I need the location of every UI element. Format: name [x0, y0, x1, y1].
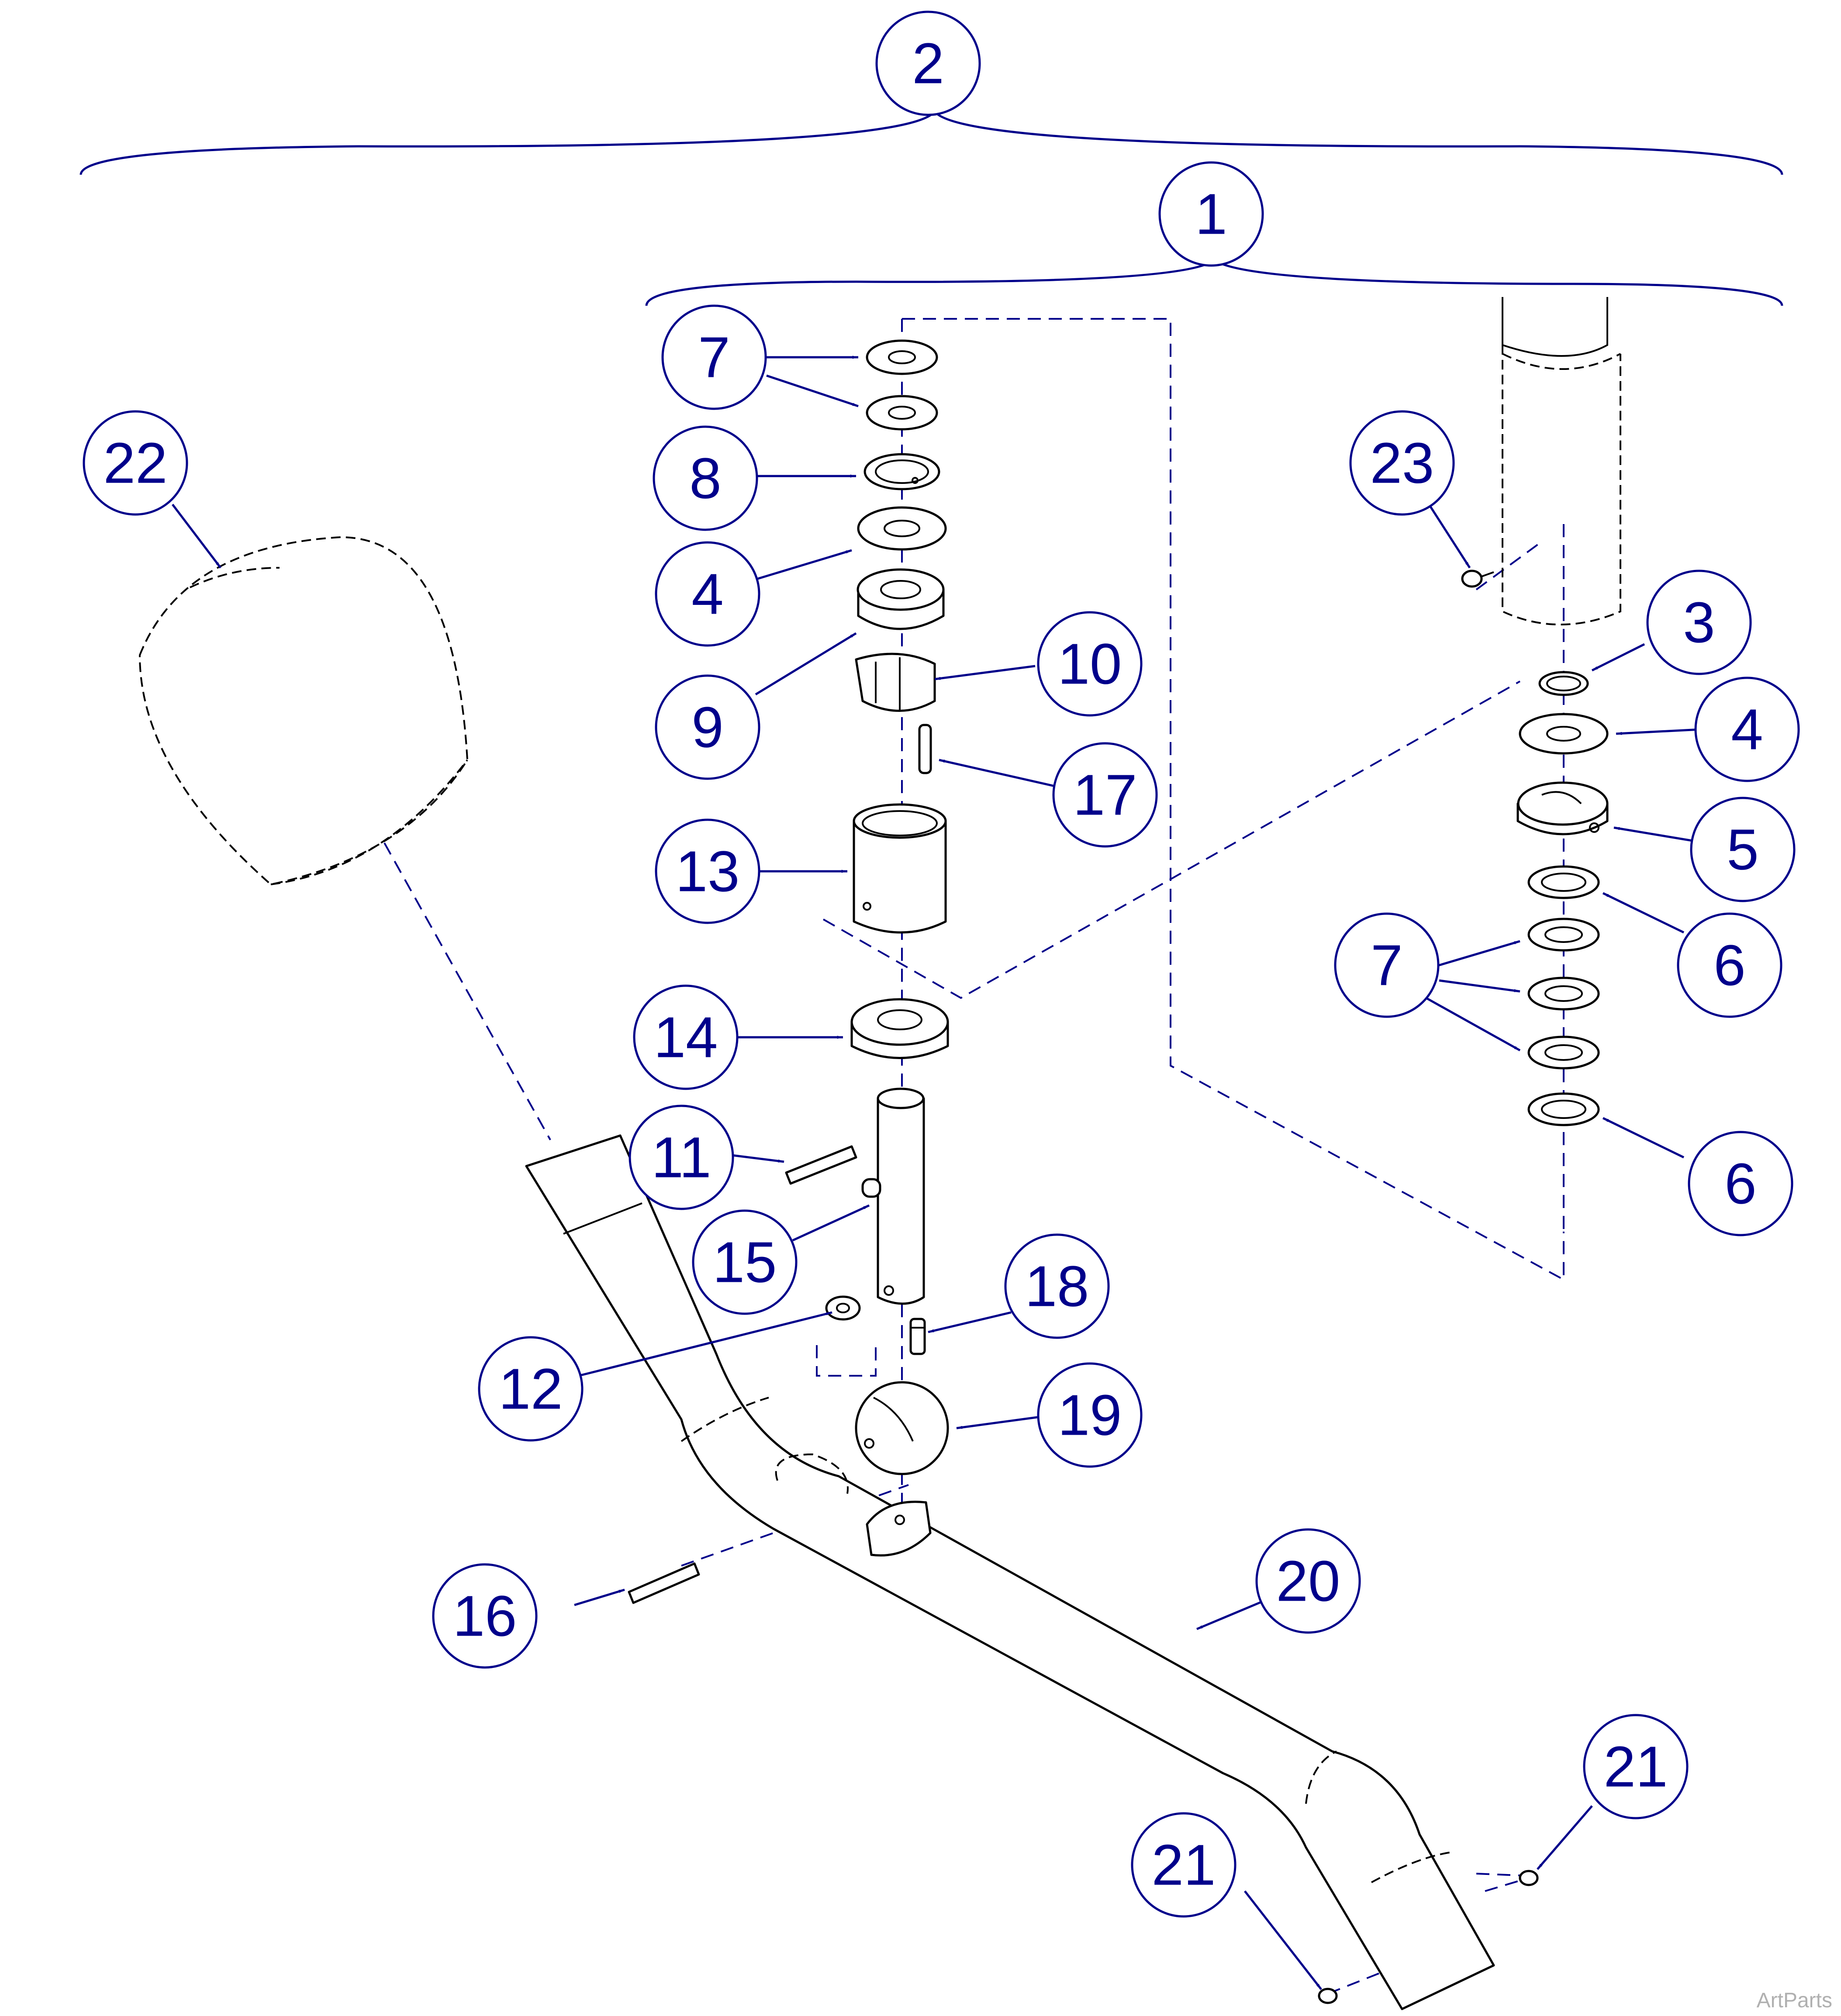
- callout-11: 11: [629, 1105, 734, 1210]
- svg-text:8: 8: [689, 446, 721, 511]
- part-21-screws: [1318, 1870, 1539, 2004]
- svg-text:21: 21: [1604, 1735, 1668, 1799]
- callout-15: 15: [692, 1209, 798, 1315]
- part-7-washers-right: [1527, 918, 1600, 1070]
- part-23-screw: [1461, 570, 1494, 588]
- part-19-ball: [855, 1381, 949, 1475]
- brace-assembly-2: [79, 109, 1783, 175]
- part-5-clamp-collar: [1516, 781, 1609, 835]
- svg-text:5: 5: [1727, 818, 1758, 882]
- callout-20: 20: [1255, 1528, 1361, 1634]
- part-4-washer-right: [1519, 713, 1609, 755]
- svg-text:2: 2: [912, 31, 944, 96]
- svg-text:9: 9: [691, 695, 723, 759]
- svg-text:20: 20: [1276, 1549, 1340, 1613]
- svg-text:4: 4: [691, 562, 723, 626]
- callout-8: 8: [653, 425, 758, 531]
- svg-text:14: 14: [654, 1005, 718, 1070]
- callout-6-upper: 6: [1677, 912, 1782, 1018]
- svg-text:7: 7: [1371, 933, 1402, 998]
- part-18-screw: [909, 1318, 926, 1355]
- svg-text:6: 6: [1713, 933, 1745, 998]
- part-15-spindle: [861, 1087, 925, 1305]
- part-13-sleeve: [853, 803, 947, 934]
- callout-10: 10: [1037, 611, 1143, 717]
- part-9-bearing: [857, 568, 945, 630]
- artparts-watermark: ArtParts: [1757, 1989, 1832, 2012]
- callout-21-right: 21: [1583, 1714, 1689, 1819]
- svg-text:6: 6: [1724, 1152, 1756, 1216]
- leader-lines: [172, 356, 1702, 1990]
- callout-4-left: 4: [655, 541, 760, 647]
- callout-7: 7: [661, 304, 767, 410]
- callout-18: 18: [1004, 1233, 1110, 1339]
- svg-text:7: 7: [698, 325, 730, 390]
- svg-text:1: 1: [1195, 182, 1227, 246]
- svg-text:23: 23: [1370, 431, 1434, 495]
- part-6-washer-lower: [1527, 1092, 1600, 1126]
- callout-22: 22: [83, 410, 188, 516]
- callout-23: 23: [1349, 410, 1455, 516]
- part-11-pin: [785, 1145, 857, 1185]
- part-10-split-collar: [855, 652, 936, 712]
- svg-text:3: 3: [1683, 590, 1715, 655]
- part-12-nut: [825, 1295, 861, 1321]
- svg-text:12: 12: [499, 1357, 563, 1421]
- svg-text:19: 19: [1058, 1383, 1122, 1447]
- part-8-washer: [864, 453, 940, 490]
- svg-text:22: 22: [104, 431, 168, 495]
- callout-1: 1: [1158, 161, 1264, 267]
- callout-7-right: 7: [1334, 912, 1440, 1018]
- part-4-washer-left: [857, 506, 947, 551]
- svg-text:21: 21: [1152, 1833, 1216, 1897]
- svg-text:17: 17: [1073, 763, 1137, 827]
- callout-14: 14: [633, 984, 739, 1090]
- svg-text:18: 18: [1025, 1254, 1089, 1319]
- svg-text:4: 4: [1731, 697, 1763, 762]
- svg-text:15: 15: [713, 1230, 777, 1295]
- part-3-ring: [1538, 671, 1589, 696]
- part-19-base-block: [866, 1501, 932, 1557]
- part-16-pin: [628, 1562, 700, 1604]
- callout-17: 17: [1052, 742, 1158, 848]
- callout-19: 19: [1037, 1362, 1143, 1468]
- part-6-washer-upper: [1527, 865, 1600, 899]
- svg-text:10: 10: [1058, 632, 1122, 696]
- part-14-bearing: [850, 998, 949, 1059]
- callout-12: 12: [478, 1336, 584, 1442]
- svg-text:11: 11: [651, 1125, 711, 1190]
- callout-21-left: 21: [1131, 1812, 1237, 1918]
- part-22-cylinder: [138, 536, 469, 886]
- part-1-post: [1502, 297, 1621, 625]
- callout-16: 16: [432, 1563, 538, 1669]
- callout-5: 5: [1690, 797, 1796, 902]
- callout-9: 9: [655, 674, 760, 780]
- brace-assembly-1: [645, 258, 1783, 306]
- callout-4-right: 4: [1694, 677, 1800, 782]
- svg-text:13: 13: [676, 839, 740, 904]
- callout-13: 13: [655, 818, 760, 924]
- callout-6-lower: 6: [1688, 1131, 1793, 1236]
- callout-2: 2: [875, 10, 981, 116]
- part-20-frame-tube: [525, 1134, 1495, 2010]
- svg-text:16: 16: [453, 1584, 517, 1648]
- part-17-pin: [918, 724, 932, 774]
- callout-3: 3: [1646, 570, 1752, 675]
- part-7-washers-left: [866, 339, 938, 431]
